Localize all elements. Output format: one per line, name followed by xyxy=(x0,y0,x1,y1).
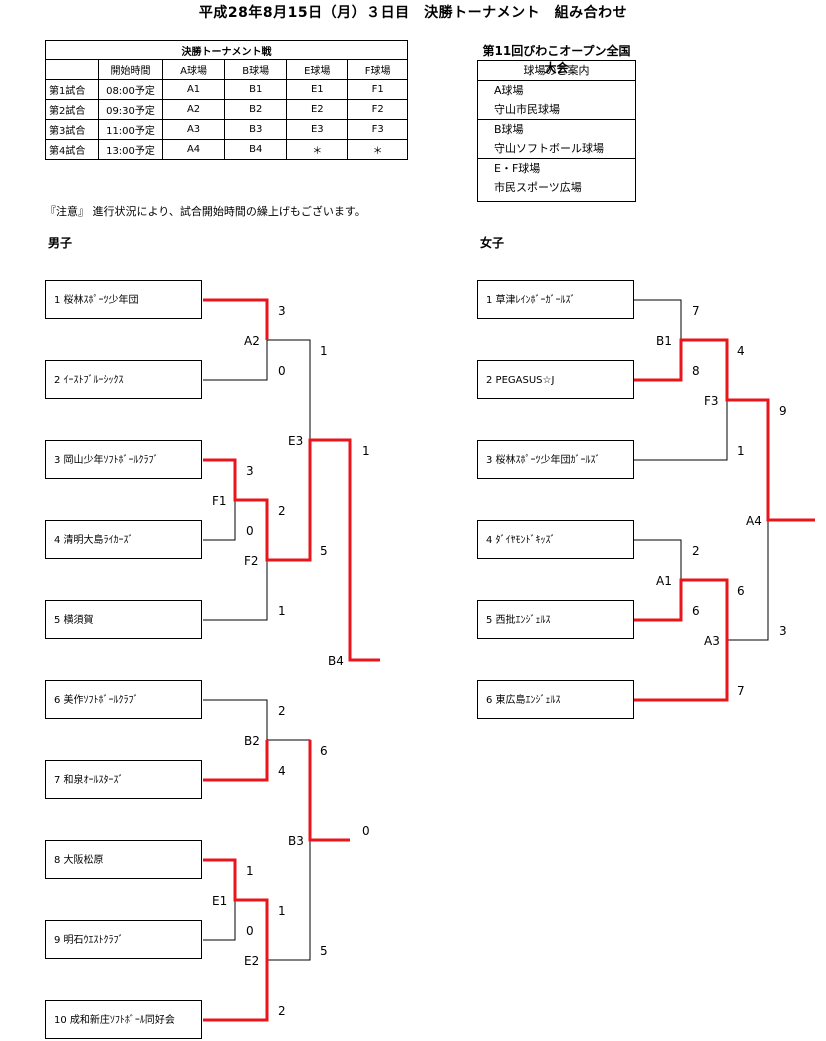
game-code: B4 xyxy=(224,139,288,160)
game-label: A1 xyxy=(656,574,672,588)
score: 0 xyxy=(278,364,286,378)
team-box: 8 大阪松原 xyxy=(45,840,202,879)
team-box: 6 美作ｿﾌﾄﾎﾞｰﾙｸﾗﾌﾞ xyxy=(45,680,202,719)
venue-place: 守山市民球場 xyxy=(494,103,560,116)
game-label: E3 xyxy=(288,434,304,448)
score: 1 xyxy=(320,344,328,358)
schedule-header-row: 開始時間 A球場 B球場 E球場 F球場 xyxy=(45,59,408,80)
team-box: 5 西批ｴﾝｼﾞｪﾙｽ xyxy=(477,600,634,639)
score: 5 xyxy=(320,944,328,958)
venue-guide-header: 球場のご案内 xyxy=(478,61,635,81)
venue-field: E・F球場 xyxy=(494,162,541,175)
game-label: B1 xyxy=(656,334,672,348)
venue-place: 守山ソフトボール球場 xyxy=(494,142,604,155)
score: 4 xyxy=(278,764,286,778)
game-label: A2 xyxy=(244,334,260,348)
team-box: 4 清明大島ﾗｲｶｰｽﾞ xyxy=(45,520,202,559)
score: 3 xyxy=(278,304,286,318)
table-row: 第2試合 09:30予定 A2 B2 E2 F2 xyxy=(45,99,408,120)
page-title: 平成28年8月15日（月）３日目 決勝トーナメント 組み合わせ xyxy=(198,5,628,21)
team-box: 2 ｲｰｽﾄﾌﾞﾙｰｼｯｸｽ xyxy=(45,360,202,399)
start-time: 13:00予定 xyxy=(98,139,163,160)
score: 2 xyxy=(278,704,286,718)
score: 2 xyxy=(692,544,700,558)
team-box: 3 岡山少年ｿﾌﾄﾎﾞｰﾙｸﾗﾌﾞ xyxy=(45,440,202,479)
venue-group: E・F球場 市民スポーツ広場 xyxy=(478,159,635,197)
venue-group: B球場 守山ソフトボール球場 xyxy=(478,120,635,159)
game-label: A4 xyxy=(746,514,762,528)
score: 1 xyxy=(362,444,370,458)
game-label: B3 xyxy=(288,834,304,848)
score: 9 xyxy=(779,404,787,418)
table-row: 第3試合 11:00予定 A3 B3 E3 F3 xyxy=(45,119,408,140)
score: 7 xyxy=(692,304,700,318)
team-box: 5 横須賀 xyxy=(45,600,202,639)
game-label: F3 xyxy=(704,394,719,408)
score: 6 xyxy=(320,744,328,758)
score: 1 xyxy=(278,904,286,918)
venue-field: A球場 xyxy=(494,84,524,97)
notice-text: 『注意』 進行状況により、試合開始時間の繰上げもございます。 xyxy=(45,205,366,218)
game-code: ＊ xyxy=(286,139,349,160)
score: 6 xyxy=(737,584,745,598)
game-number: 第4試合 xyxy=(45,139,99,160)
game-label: E2 xyxy=(244,954,260,968)
team-box: 1 草津ﾚｲﾝﾎﾞｰｶﾞｰﾙｽﾞ xyxy=(477,280,634,319)
score: 8 xyxy=(692,364,700,378)
venue-group: A球場 守山市民球場 xyxy=(478,81,635,120)
team-box: 1 桜林ｽﾎﾟｰﾂ少年団 xyxy=(45,280,202,319)
team-box: 6 東広島ｴﾝｼﾞｪﾙｽ xyxy=(477,680,634,719)
score: 4 xyxy=(737,344,745,358)
score: 3 xyxy=(779,624,787,638)
venue-place: 市民スポーツ広場 xyxy=(494,181,582,194)
score: 5 xyxy=(320,544,328,558)
game-label: F2 xyxy=(244,554,259,568)
women-section-label: 女子 xyxy=(480,236,505,250)
game-label: A3 xyxy=(704,634,720,648)
score: 2 xyxy=(278,504,286,518)
game-label: F1 xyxy=(212,494,227,508)
score: 6 xyxy=(692,604,700,618)
schedule-table: 決勝トーナメント戦 開始時間 A球場 B球場 E球場 F球場 第1試合 08:0… xyxy=(45,40,408,160)
game-code: ＊ xyxy=(347,139,408,160)
table-row: 第4試合 13:00予定 A4 B4 ＊ ＊ xyxy=(45,139,408,160)
score: 1 xyxy=(737,444,745,458)
game-label: B2 xyxy=(244,734,260,748)
score: 1 xyxy=(278,604,286,618)
game-label: B4 xyxy=(328,654,344,668)
team-box: 4 ﾀﾞｲﾔﾓﾝﾄﾞｷｯｽﾞ xyxy=(477,520,634,559)
score: 0 xyxy=(362,824,370,838)
game-label: E1 xyxy=(212,894,228,908)
team-box: 10 成和新庄ｿﾌﾄﾎﾞｰﾙ同好会 xyxy=(45,1000,202,1039)
score: 7 xyxy=(737,684,745,698)
venue-field: B球場 xyxy=(494,123,524,136)
tournament-name: 第11回びわこオープン全国大会 xyxy=(482,44,631,75)
team-box: 2 PEGASUS☆J xyxy=(477,360,634,399)
team-box: 3 桜林ｽﾎﾟｰﾂ少年団ｶﾞｰﾙｽﾞ xyxy=(477,440,634,479)
score: 3 xyxy=(246,464,254,478)
team-box: 7 和泉ｵｰﾙｽﾀｰｽﾞ xyxy=(45,760,202,799)
team-box: 9 明石ｳｴｽﾄｸﾗﾌﾞ xyxy=(45,920,202,959)
score: 0 xyxy=(246,524,254,538)
score: 2 xyxy=(278,1004,286,1018)
score: 0 xyxy=(246,924,254,938)
venue-guide: 球場のご案内 A球場 守山市民球場 B球場 守山ソフトボール球場 E・F球場 市… xyxy=(477,60,636,202)
score: 1 xyxy=(246,864,254,878)
men-section-label: 男子 xyxy=(48,236,73,250)
